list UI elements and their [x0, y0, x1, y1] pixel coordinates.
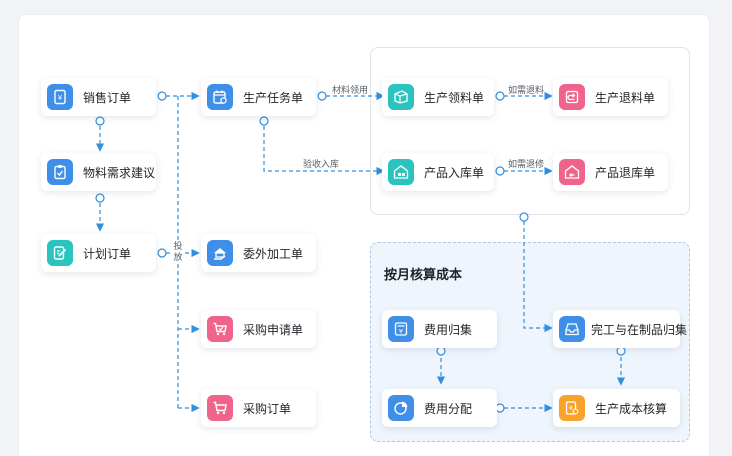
node-label: 生产成本核算	[595, 401, 668, 416]
node-material-requisition[interactable]: 生产领料单	[382, 78, 494, 116]
calendar-gear-icon	[207, 84, 233, 110]
return-arrow-icon	[559, 84, 585, 110]
edge-label-release: 投放	[172, 241, 184, 263]
node-label: 物料需求建议	[83, 165, 156, 180]
svg-text:¥: ¥	[58, 94, 63, 102]
node-production-task[interactable]: 生产任务单	[201, 78, 316, 116]
pencil-document-icon	[47, 240, 73, 266]
factory-hand-icon	[207, 240, 233, 266]
node-wip-collection[interactable]: 完工与在制品归集	[553, 310, 687, 348]
clipboard-check-icon	[47, 159, 73, 185]
node-label: 产品入库单	[424, 165, 485, 180]
node-purchase-order[interactable]: 采购订单	[201, 389, 316, 427]
edge-label-acceptance: 验收入库	[303, 159, 340, 169]
node-product-return[interactable]: 产品退库单	[553, 153, 668, 191]
node-expense-allocation[interactable]: 费用分配	[382, 389, 497, 427]
warehouse-icon	[388, 159, 414, 185]
material-box-icon	[388, 84, 414, 110]
node-label: 费用归集	[424, 322, 473, 337]
node-label: 销售订单	[83, 90, 132, 105]
inbox-tray-icon	[559, 316, 585, 342]
svg-text:¥: ¥	[569, 404, 573, 412]
node-expense-collection[interactable]: ¥ 费用归集	[382, 310, 497, 348]
edge-label-return-1: 如需退料	[508, 85, 545, 95]
yen-document-icon: ¥	[47, 84, 73, 110]
node-label: 完工与在制品归集	[591, 322, 688, 337]
node-material-requirement[interactable]: 物料需求建议	[41, 153, 156, 191]
node-label: 采购申请单	[243, 322, 304, 337]
node-label: 生产任务单	[243, 90, 304, 105]
node-label: 计划订单	[83, 246, 132, 261]
node-label: 生产退料单	[595, 90, 656, 105]
shopping-cart-icon	[207, 395, 233, 421]
edge-label-material-pick: 材料领用	[332, 85, 369, 95]
node-outsource[interactable]: 委外加工单	[201, 234, 316, 272]
node-product-storage[interactable]: 产品入库单	[382, 153, 494, 191]
warehouse-return-icon	[559, 159, 585, 185]
pie-chart-icon	[388, 395, 414, 421]
node-purchase-request[interactable]: 采购申请单	[201, 310, 316, 348]
svg-text:¥: ¥	[399, 328, 403, 336]
node-label: 委外加工单	[243, 246, 304, 261]
node-planned-order[interactable]: 计划订单	[41, 234, 156, 272]
node-label: 生产领料单	[424, 90, 485, 105]
edge-label-return-2: 如需退修	[508, 159, 545, 169]
cost-group-title: 按月核算成本	[384, 267, 463, 282]
node-sales-order[interactable]: ¥ 销售订单	[41, 78, 156, 116]
yen-search-icon: ¥	[559, 395, 585, 421]
node-label: 采购订单	[243, 401, 292, 416]
node-label: 产品退库单	[595, 165, 656, 180]
node-material-return[interactable]: 生产退料单	[553, 78, 668, 116]
node-label: 费用分配	[424, 401, 473, 416]
yen-sheet-icon: ¥	[388, 316, 414, 342]
node-cost-accounting[interactable]: ¥ 生产成本核算	[553, 389, 680, 427]
shopping-cart-check-icon	[207, 316, 233, 342]
